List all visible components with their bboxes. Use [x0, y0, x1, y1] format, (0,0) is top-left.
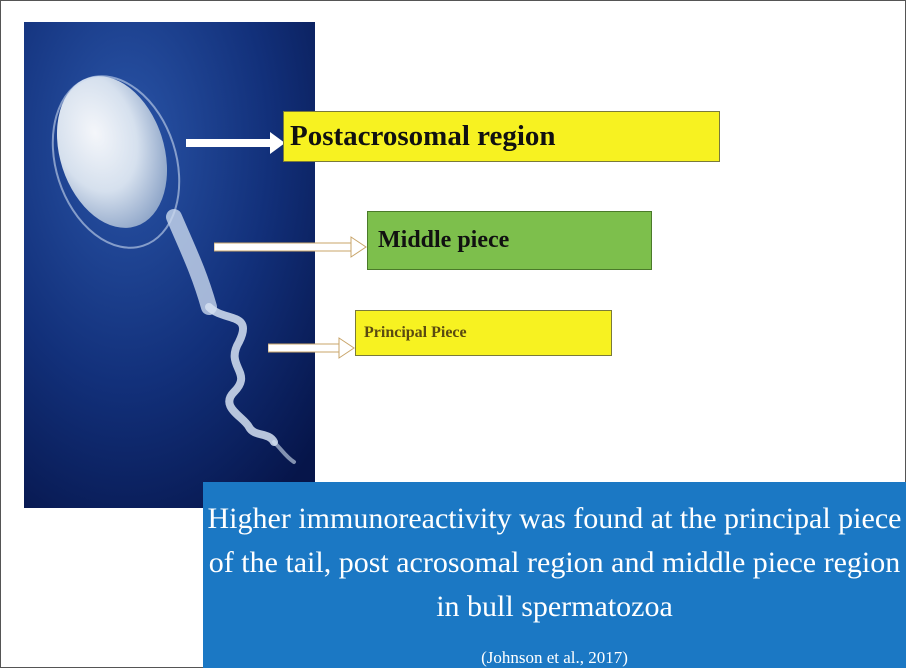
label-principal-piece-text: Principal Piece — [364, 324, 467, 342]
label-middle-piece: Middle piece — [367, 211, 652, 270]
label-postacrosomal-text: Postacrosomal region — [290, 120, 556, 153]
label-principal-piece: Principal Piece — [355, 310, 612, 356]
citation-text: (Johnson et al., 2017) — [203, 648, 906, 668]
arrow-to-middle-piece — [214, 236, 368, 258]
label-middle-piece-text: Middle piece — [378, 227, 509, 254]
arrow-to-postacrosomal — [186, 132, 286, 154]
arrow-to-principal-piece — [268, 337, 356, 359]
sperm-micrograph-image — [24, 22, 315, 508]
finding-text: Higher immunoreactivity was found at the… — [203, 482, 906, 629]
finding-callout-box: Higher immunoreactivity was found at the… — [203, 482, 906, 668]
label-postacrosomal-region: Postacrosomal region — [283, 111, 720, 162]
